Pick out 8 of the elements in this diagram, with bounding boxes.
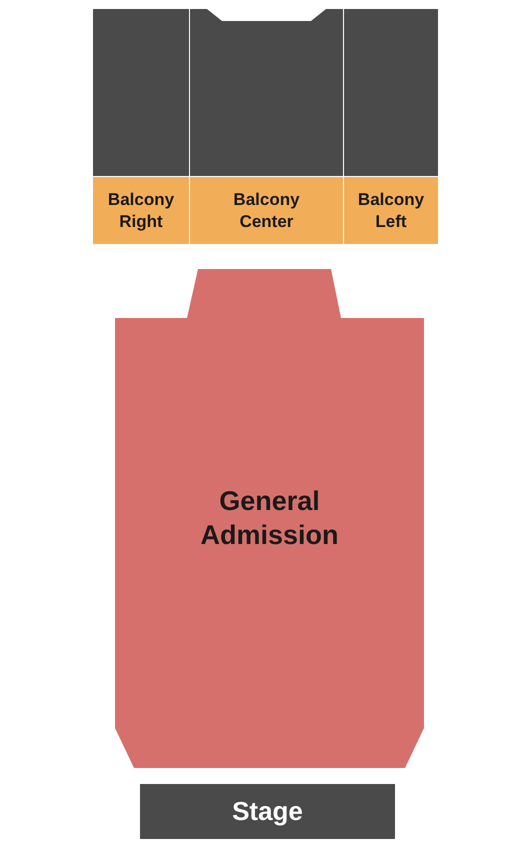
balcony-block <box>344 9 438 176</box>
balcony-block <box>190 9 343 176</box>
seating-section: Balcony Right <box>93 177 189 244</box>
balcony-block <box>93 9 189 176</box>
seating-section: Balcony Left <box>344 177 438 244</box>
stage: Stage <box>140 784 395 839</box>
seating-section: General Admission <box>115 269 424 768</box>
seating-section: Balcony Center <box>190 177 343 244</box>
